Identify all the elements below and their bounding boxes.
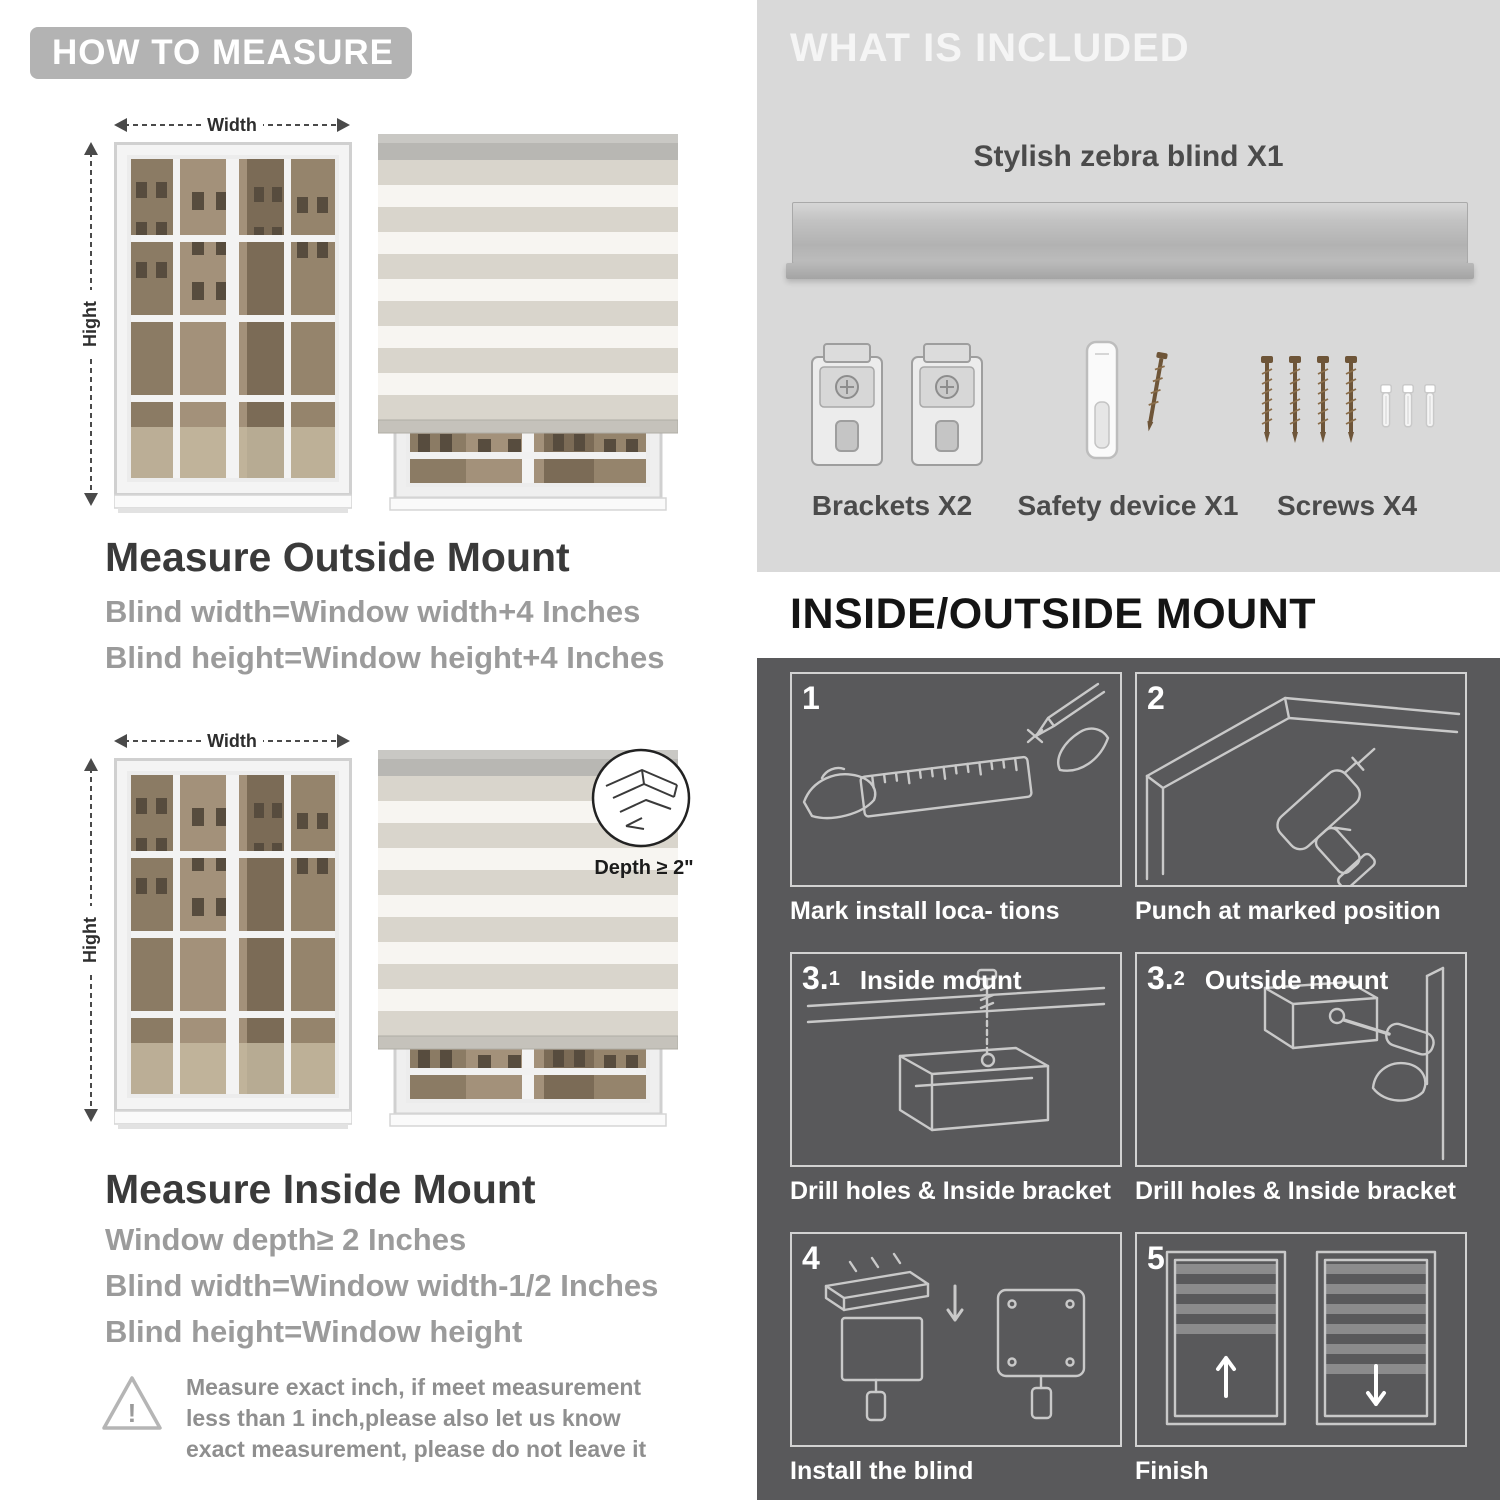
step-panel-2: 2: [1135, 672, 1467, 887]
depth-label: Depth ≥ 2": [594, 857, 693, 879]
zebra-blind-headrail-image: [792, 202, 1468, 264]
height-arrow: [78, 140, 104, 508]
depth-detail-callout: Depth ≥ 2": [591, 748, 694, 879]
step-art-mark-locations-icon: [802, 682, 1110, 820]
window-illustration: [114, 142, 352, 514]
what-is-included-header: WHAT IS INCLUDED: [790, 26, 1190, 70]
inside-mount-figure: Depth ≥ 2": [78, 728, 698, 1140]
step-art-outside-bracket-icon: [1263, 966, 1445, 1161]
safety-device-label: Safety device X1: [1017, 490, 1239, 521]
zebra-blind-headrail-bottom: [786, 263, 1474, 279]
step-number: 5: [1147, 1240, 1185, 1277]
height-arrow: [78, 756, 104, 1124]
step-caption-3-2: Drill holes & Inside bracket: [1135, 1177, 1456, 1205]
step-sub-text: 2: [1173, 968, 1185, 990]
step-number: 2: [1147, 680, 1185, 717]
step-num-text: 2: [1147, 680, 1165, 716]
step-tag-text: Outside mount: [1204, 965, 1389, 995]
zebra-blind-illustration: [378, 134, 678, 522]
step-art-inside-bracket-icon: [806, 968, 1106, 1132]
step-number: 4: [802, 1240, 840, 1277]
outside-mount-title: Measure Outside Mount: [105, 534, 570, 580]
step-caption-1: Mark install loca- tions: [790, 897, 1060, 925]
width-arrow: [112, 728, 352, 754]
step-panel-5: 5: [1135, 1232, 1467, 1447]
step-number: 1: [802, 680, 840, 717]
brackets-label: Brackets X2: [811, 490, 973, 521]
how-to-measure-section: HOW TO MEASURE Measure Outside Mount Bli…: [30, 27, 698, 1465]
step-num-text: 5: [1147, 1240, 1165, 1276]
step-art-drill-icon: [1145, 696, 1461, 885]
what-is-included-section: WHAT IS INCLUDED Stylish zebra blind X1: [757, 0, 1500, 572]
warning-icon: !: [102, 1376, 162, 1430]
step-sub-text: 1: [828, 968, 840, 990]
step-caption-4: Install the blind: [790, 1457, 974, 1485]
outside-mount-figure: [78, 112, 698, 524]
width-arrow: [112, 112, 352, 138]
inside-mount-line2: Blind width=Window width-1/2 Inches: [105, 1268, 659, 1303]
mount-header: INSIDE/OUTSIDE MOUNT: [790, 590, 1317, 638]
step-num-text: 1: [802, 680, 820, 716]
step-caption-3-1: Drill holes & Inside bracket: [790, 1177, 1111, 1205]
measure-note: ! Measure exact inch, if meet measuremen…: [100, 1372, 680, 1465]
how-to-measure-header: HOW TO MEASURE: [30, 27, 412, 79]
screws-label: Screws X4: [1276, 490, 1418, 521]
step-panel-4: 4: [790, 1232, 1122, 1447]
zebra-blind-label: Stylish zebra blind X1: [973, 140, 1284, 173]
step-caption-5: Finish: [1135, 1457, 1209, 1485]
inside-mount-line1: Window depth≥ 2 Inches: [105, 1222, 467, 1257]
warning-exclamation: !: [128, 1398, 137, 1428]
mount-header-band: INSIDE/OUTSIDE MOUNT: [757, 572, 1500, 658]
inside-mount-title: Measure Inside Mount: [105, 1166, 536, 1212]
mount-steps-section: 1 Mark install loca- tions: [757, 658, 1500, 1500]
step-tag-text: Inside mount: [859, 965, 1022, 995]
safety-device-screw: [1147, 351, 1168, 432]
step-num-text: 3.: [1147, 960, 1174, 996]
step-art-install-blind-icon: [824, 1252, 1086, 1422]
step-panel-3-2: 3.2 Outside mount: [1135, 952, 1467, 1167]
outside-mount-line2: Blind height=Window height+4 Inches: [105, 640, 665, 675]
measure-note-text: Measure exact inch, if meet measurement …: [186, 1374, 647, 1462]
step-number: 3.2 Outside mount: [1147, 960, 1388, 997]
window-illustration: [114, 758, 352, 1130]
step-num-text: 4: [802, 1240, 820, 1276]
step-number: 3.1 Inside mount: [802, 960, 1022, 997]
step-caption-2: Punch at marked position: [1135, 897, 1441, 925]
brackets-image: [811, 343, 983, 466]
step-num-text: 3.: [802, 960, 829, 996]
step-panel-1: 1: [790, 672, 1122, 887]
screws-image: [1260, 356, 1436, 444]
step-panel-3-1: 3.1 Inside mount: [790, 952, 1122, 1167]
safety-device-image: [1085, 340, 1168, 460]
step-art-finish-icon: [1165, 1250, 1437, 1426]
inside-mount-line3: Blind height=Window height: [105, 1314, 523, 1349]
outside-mount-line1: Blind width=Window width+4 Inches: [105, 594, 641, 629]
